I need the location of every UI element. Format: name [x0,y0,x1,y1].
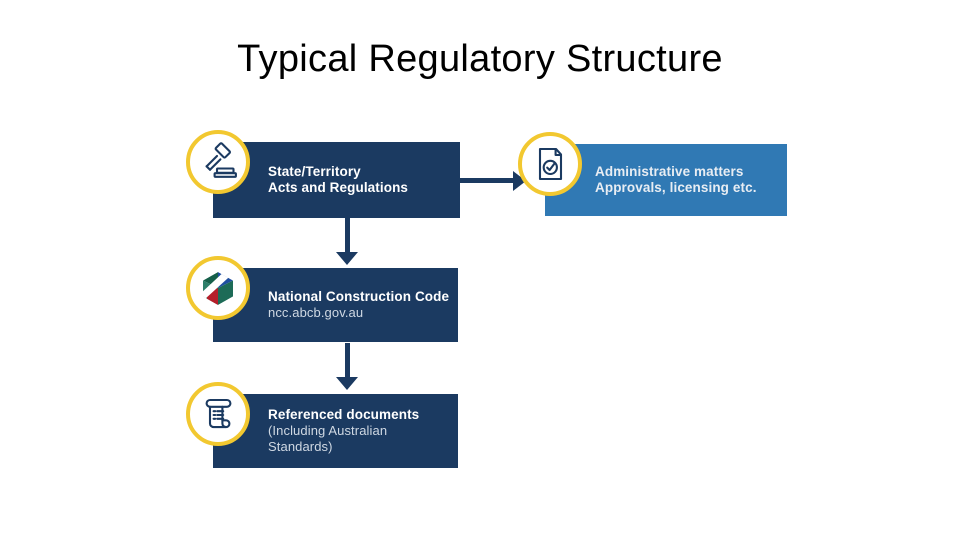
node-referenced-documents[interactable]: Referenced documents (Including Australi… [213,394,458,468]
connector-acts-to-ncc-line [345,218,350,256]
node-acts-line1: State/Territory [268,163,361,179]
node-admin-text-block: Administrative matters Approvals, licens… [595,164,757,197]
connector-ncc-to-refdocs-arrowhead [336,377,358,390]
ncc-cube-icon [186,256,250,320]
node-refdocs-sub-line1: (Including Australian [268,423,388,439]
scroll-icon [186,382,250,446]
connector-ncc-to-refdocs-line [345,343,350,381]
node-ncc-line1: National Construction Code [268,288,450,304]
node-refdocs-text-block: Referenced documents (Including Australi… [268,407,419,455]
node-refdocs-sub-line2: Standards) [268,439,333,455]
node-acts-text-block: State/Territory Acts and Regulations [268,164,408,197]
node-refdocs-line1: Referenced documents [268,406,420,422]
node-admin-line2: Approvals, licensing etc. [595,180,757,195]
node-ncc-url[interactable]: ncc.abcb.gov.au [268,305,364,321]
connector-acts-to-ncc-arrowhead [336,252,358,265]
document-check-icon [518,132,582,196]
node-acts-and-regulations[interactable]: State/Territory Acts and Regulations [213,142,460,218]
node-admin-line1: Administrative matters [595,163,744,179]
connector-acts-to-admin-line [460,178,515,183]
page-title: Typical Regulatory Structure [237,38,723,80]
gavel-icon [186,130,250,194]
node-administrative-matters[interactable]: Administrative matters Approvals, licens… [545,144,787,216]
node-ncc-text-block: National Construction Code ncc.abcb.gov.… [268,289,449,321]
node-national-construction-code[interactable]: National Construction Code ncc.abcb.gov.… [213,268,458,342]
node-acts-line2: Acts and Regulations [268,180,409,195]
